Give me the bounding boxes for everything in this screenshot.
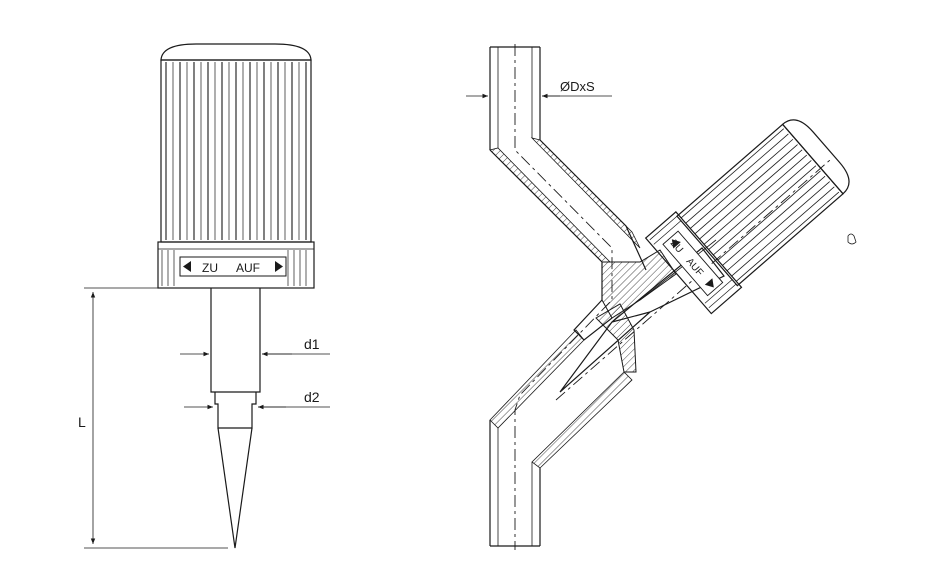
arrow-up-icon xyxy=(671,239,681,249)
direction-label-box xyxy=(179,256,287,277)
arrow-right-icon xyxy=(275,261,283,272)
rib-line xyxy=(708,283,737,309)
rib-line xyxy=(708,160,812,250)
length-label: L xyxy=(78,414,86,430)
rib-line xyxy=(653,220,682,245)
knob-cap xyxy=(160,43,312,61)
rib-line xyxy=(690,138,794,229)
knob-ribs-angled xyxy=(680,128,840,282)
knob-collar-angled xyxy=(644,211,743,315)
rib-line xyxy=(722,175,826,266)
d2-label: d2 xyxy=(304,389,320,405)
rib-line xyxy=(649,215,678,241)
valve-section-view: ZU AUF ØDxS xyxy=(466,44,857,550)
collar-ribs-angled xyxy=(649,215,737,309)
rib-line xyxy=(713,165,817,256)
spindle-section xyxy=(611,247,725,323)
knob-ribs xyxy=(165,62,307,240)
direction-label-box-angled xyxy=(662,230,724,297)
flow-centerline xyxy=(514,44,613,550)
arrow-down-icon xyxy=(704,278,714,288)
open-label: AUF xyxy=(236,261,260,275)
spindle-side-view: ZU AUF L d1 d2 xyxy=(78,43,330,549)
spindle-axis xyxy=(555,159,831,401)
rib-line xyxy=(726,181,830,272)
rib-line xyxy=(731,186,835,277)
hand-icon xyxy=(847,233,857,245)
tube-size-label: ØDxS xyxy=(560,79,595,94)
close-label: ZU xyxy=(202,261,218,275)
stem-tip-shoulder xyxy=(214,392,257,429)
knob-cap-angled xyxy=(781,119,850,195)
knob-collar xyxy=(157,241,315,289)
d1-label: d1 xyxy=(304,336,320,352)
rib-line xyxy=(703,154,807,245)
rib-line xyxy=(680,128,785,219)
collar-ribs xyxy=(161,250,307,286)
needle-cone xyxy=(217,427,253,549)
rib-line xyxy=(735,191,840,282)
stem xyxy=(210,288,261,393)
rib-line xyxy=(717,170,821,261)
rib-line xyxy=(685,133,789,224)
rib-line xyxy=(704,279,733,304)
rib-line xyxy=(694,144,798,235)
arrow-left-icon xyxy=(183,261,191,272)
rib-line xyxy=(699,149,803,240)
needle-cone-section xyxy=(559,311,651,393)
